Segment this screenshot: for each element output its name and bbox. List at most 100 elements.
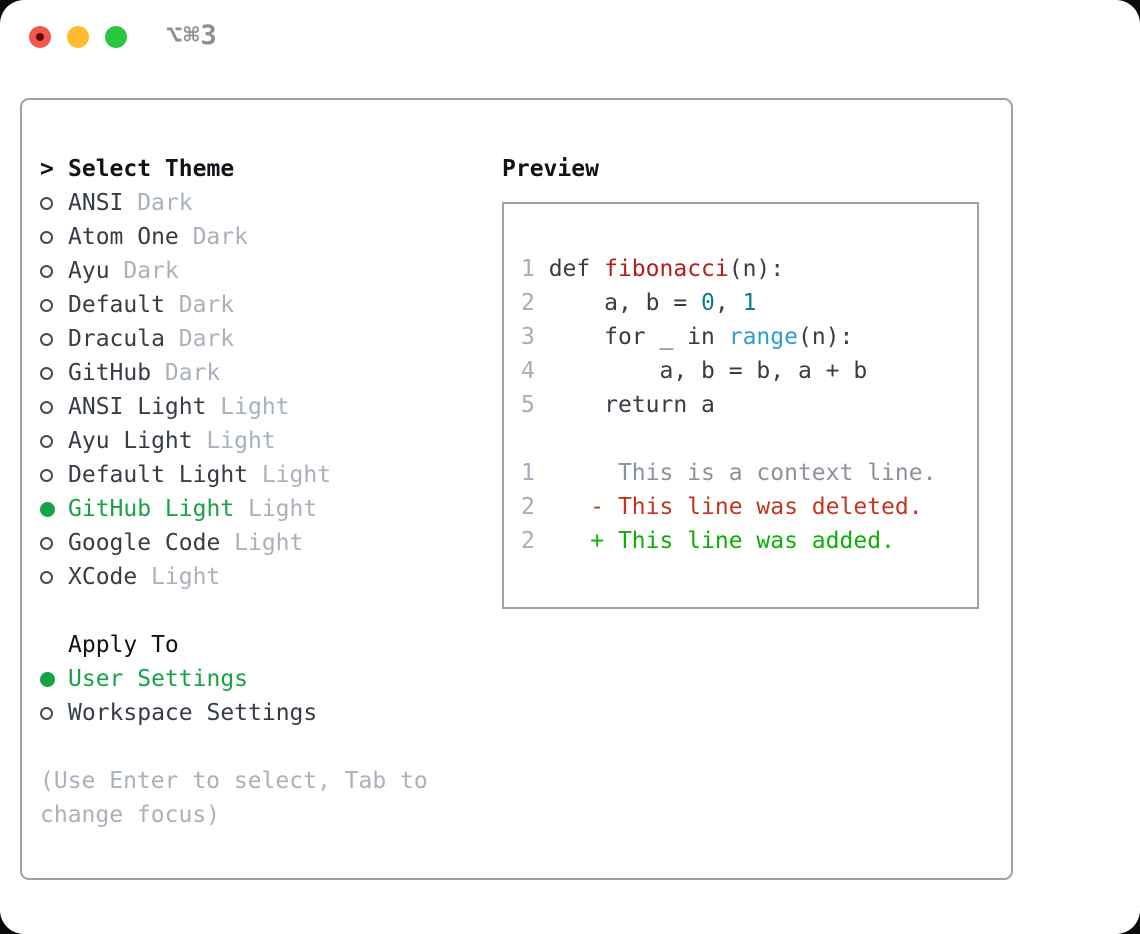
code-token: + This line was added. xyxy=(534,528,895,554)
option-label: ANSI xyxy=(68,190,124,216)
theme-option[interactable]: Dracula Dark xyxy=(40,322,485,356)
radio-icon xyxy=(40,434,53,448)
option-label: Workspace Settings xyxy=(68,700,318,726)
theme-option[interactable]: ANSI Dark xyxy=(40,186,485,220)
radio-icon xyxy=(40,332,53,346)
window-title: ⌥⌘3 xyxy=(166,20,218,51)
theme-option[interactable]: GitHub Light Light xyxy=(40,492,485,526)
titlebar: ⌥⌘3 xyxy=(0,0,1140,75)
option-label: Ayu Light xyxy=(68,428,193,454)
code-line: 5 return a xyxy=(521,388,977,422)
code-token: def xyxy=(534,256,605,282)
apply-to-option[interactable]: User Settings xyxy=(40,662,485,696)
option-label: Default xyxy=(68,292,165,318)
apply-to-option[interactable]: Workspace Settings xyxy=(40,696,485,730)
select-theme-title: Select Theme xyxy=(68,156,235,182)
code-token: for _ in xyxy=(534,324,729,350)
theme-variant-tag: Light xyxy=(151,564,221,590)
code-line: 3 for _ in range(n): xyxy=(521,320,977,354)
option-label: Atom One xyxy=(68,224,179,250)
option-label: Dracula xyxy=(68,326,165,352)
theme-option[interactable]: XCode Light xyxy=(40,560,485,594)
line-number: 1 xyxy=(521,460,535,486)
theme-option[interactable]: Default Dark xyxy=(40,288,485,322)
radio-icon xyxy=(40,570,53,584)
diff-line: 2 + This line was added. xyxy=(521,524,977,558)
option-label: Google Code xyxy=(68,530,221,556)
radio-icon xyxy=(40,264,53,278)
radio-icon xyxy=(40,536,53,550)
radio-selected-icon xyxy=(40,501,55,517)
theme-variant-tag: Dark xyxy=(137,190,193,216)
preview-header: Preview xyxy=(502,152,979,186)
radio-icon xyxy=(40,230,53,244)
record-dot-icon xyxy=(36,33,44,41)
theme-option[interactable]: Ayu Light Light xyxy=(40,424,485,458)
code-token: a, b = xyxy=(534,290,702,316)
radio-selected-icon xyxy=(40,671,55,687)
radio-icon xyxy=(40,366,53,380)
line-number: 2 xyxy=(521,494,535,520)
radio-icon xyxy=(40,298,53,312)
diff-sample: 1 This is a context line. 2 - This line w… xyxy=(521,456,977,558)
option-label: User Settings xyxy=(68,666,249,692)
line-number: 2 xyxy=(521,290,535,316)
code-line: 1 def fibonacci(n): xyxy=(521,252,977,286)
line-number: 2 xyxy=(521,528,535,554)
radio-icon xyxy=(40,196,53,210)
diff-line: 2 - This line was deleted. xyxy=(521,490,977,524)
option-label: ANSI Light xyxy=(68,394,207,420)
minimize-button[interactable] xyxy=(67,26,89,48)
close-button[interactable] xyxy=(29,26,51,48)
option-label: GitHub xyxy=(68,360,152,386)
theme-option[interactable]: GitHub Dark xyxy=(40,356,485,390)
radio-icon xyxy=(40,706,53,720)
radio-icon xyxy=(40,468,53,482)
code-token: return a xyxy=(534,392,715,418)
theme-option[interactable]: Default Light Light xyxy=(40,458,485,492)
line-number: 5 xyxy=(521,392,535,418)
code-token: This is a context line. xyxy=(534,460,937,486)
code-token: (n): xyxy=(728,256,785,282)
select-theme-header: > Select Theme xyxy=(40,152,485,186)
code-token: - This line was deleted. xyxy=(534,494,923,520)
code-token: 1 xyxy=(742,290,757,316)
theme-variant-tag: Light xyxy=(206,428,276,454)
option-label: Default Light xyxy=(68,462,249,488)
theme-variant-tag: Dark xyxy=(123,258,179,284)
theme-variant-tag: Light xyxy=(234,530,304,556)
theme-option[interactable]: ANSI Light Light xyxy=(40,390,485,424)
code-line: 2 a, b = 0, 1 xyxy=(521,286,977,320)
theme-variant-tag: Light xyxy=(220,394,290,420)
maximize-button[interactable] xyxy=(105,26,127,48)
line-number: 4 xyxy=(521,358,535,384)
theme-variant-tag: Light xyxy=(261,462,332,488)
option-label: Ayu xyxy=(68,258,110,284)
theme-variant-tag: Dark xyxy=(192,224,248,250)
option-label: GitHub Light xyxy=(68,496,235,522)
code-token: a, b = b, a + b xyxy=(534,358,868,384)
radio-icon xyxy=(40,400,53,414)
theme-option[interactable]: Atom One Dark xyxy=(40,220,485,254)
theme-variant-tag: Dark xyxy=(178,326,235,352)
apply-to-label: Apply To xyxy=(68,632,179,658)
code-line: 4 a, b = b, a + b xyxy=(521,354,977,388)
code-token: , xyxy=(714,290,743,316)
theme-variant-tag: Dark xyxy=(164,360,221,386)
prompt-caret-icon: > xyxy=(40,156,54,182)
theme-variant-tag: Dark xyxy=(178,292,235,318)
option-label: XCode xyxy=(68,564,138,590)
theme-option[interactable]: Google Code Light xyxy=(40,526,485,560)
code-token: 0 xyxy=(701,290,715,316)
theme-option[interactable]: Ayu Dark xyxy=(40,254,485,288)
theme-variant-tag: Light xyxy=(247,496,318,522)
keyboard-hint-text: (Use Enter to select, Tab to change focu… xyxy=(40,768,428,828)
